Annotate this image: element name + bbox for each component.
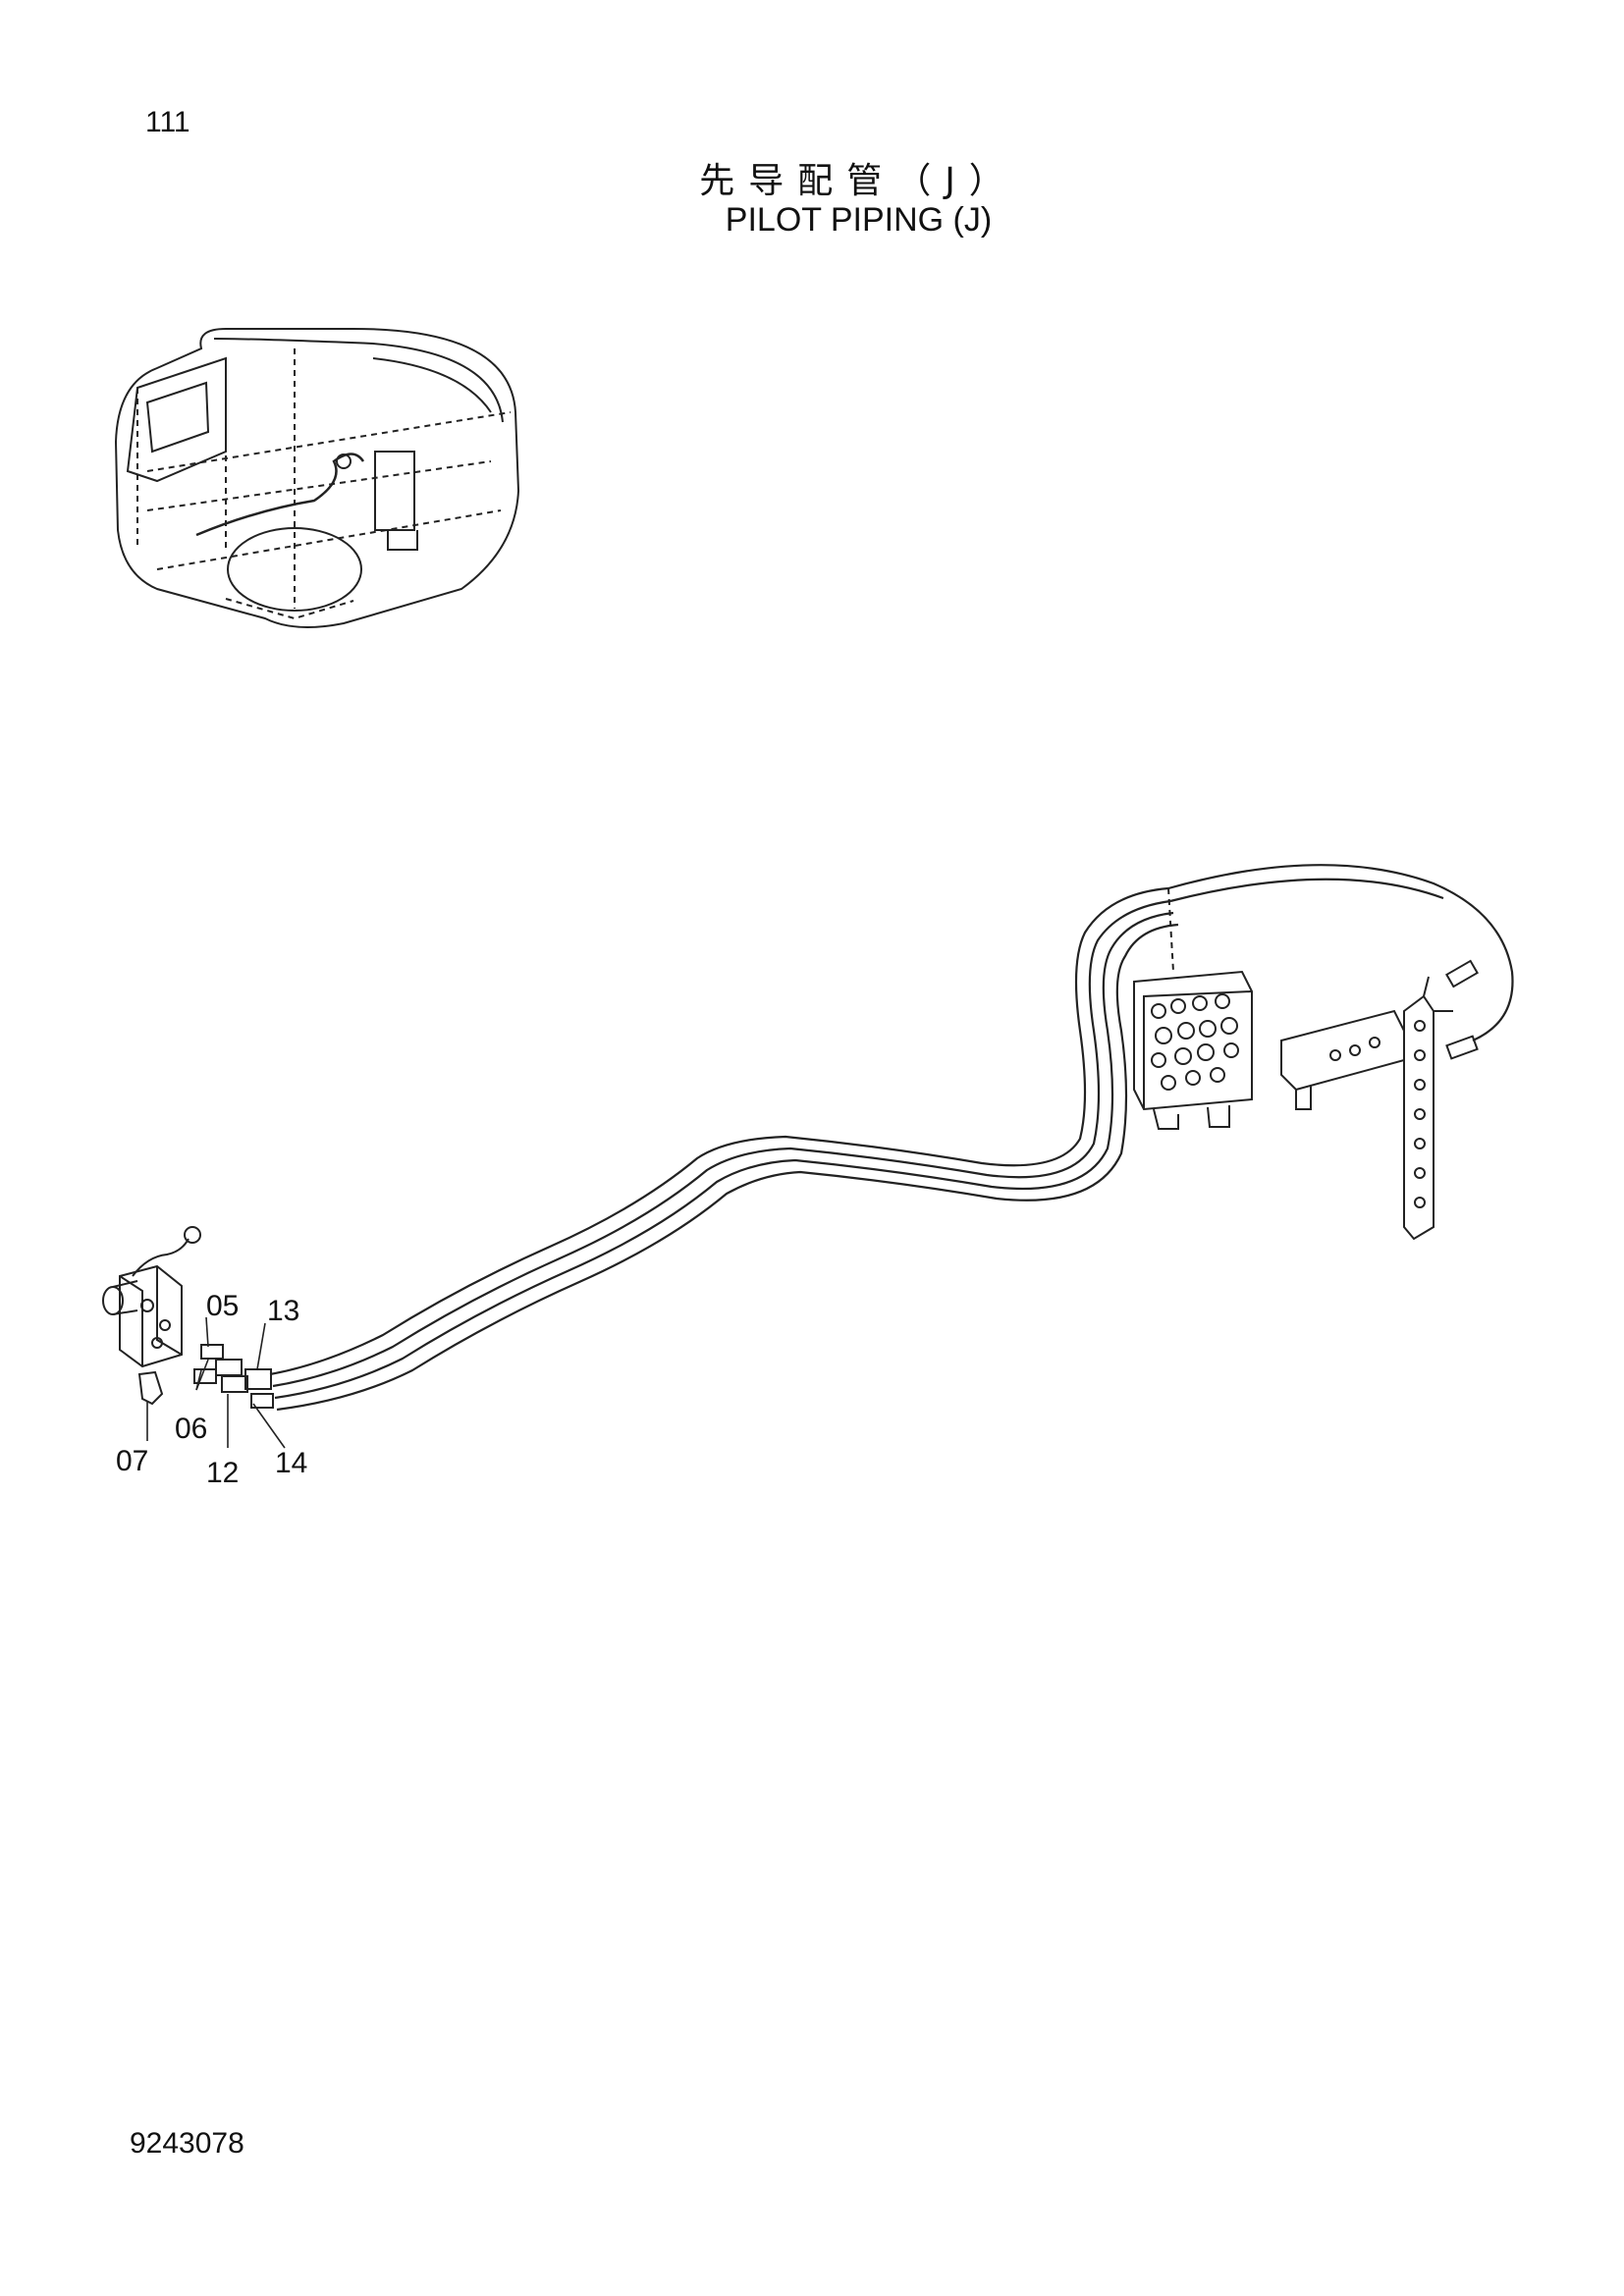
callout-12: 12 [206,1457,239,1489]
callout-05: 05 [206,1290,239,1322]
page-title-english: PILOT PIPING (J) [725,201,993,239]
pilot-hoses [269,864,1514,1412]
cab-overview-sketch [114,328,520,628]
pilot-valve-block [102,1226,274,1409]
page-number: 111 [145,106,190,138]
callout-07: 07 [116,1445,148,1477]
callout-13: 13 [267,1295,299,1327]
control-valve-cluster [1133,887,1253,1130]
document-code: 9243078 [130,2127,244,2160]
callout-14: 14 [275,1447,307,1479]
callout-06: 06 [175,1413,207,1445]
mounting-bracket [1280,959,1479,1241]
page-title-chinese: 先导配管（J） [699,161,1018,201]
callout-leaders [146,1316,286,1449]
